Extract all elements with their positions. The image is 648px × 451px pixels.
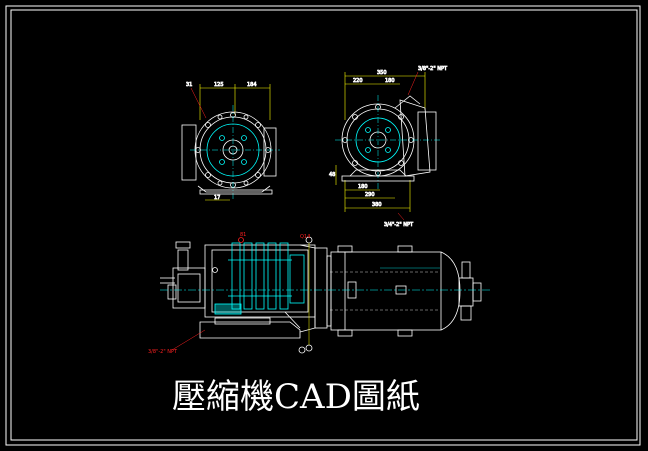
plan-tag-right: Q14 xyxy=(300,234,310,240)
side-dim-top-3: 180 xyxy=(385,78,395,84)
front-tag-left: 31 xyxy=(186,82,192,88)
drawing-title: 壓縮機CAD圖紙 xyxy=(172,377,420,417)
front-dim-2: 184 xyxy=(247,82,257,88)
cylinder-fins xyxy=(214,242,305,315)
side-bolts xyxy=(342,104,414,176)
drawing-frame-inner xyxy=(10,9,638,441)
side-dim-left: 48 xyxy=(329,172,335,178)
front-dim-bottom: 17 xyxy=(214,195,220,201)
plan-tag-left: 81 xyxy=(240,232,246,238)
front-view-dimensions xyxy=(199,84,271,201)
side-dim-top-1: 350 xyxy=(377,70,387,76)
drawing-frame-outer xyxy=(5,5,641,446)
plan-view xyxy=(160,236,490,354)
side-note-top: 3/8"-2" NPT xyxy=(418,66,448,72)
side-dim-bottom-3: 380 xyxy=(372,202,382,208)
side-dim-top-2: 220 xyxy=(353,78,363,84)
front-view: 125 184 31 17 xyxy=(181,82,280,201)
plan-note-bottom: 3/8"-2" NPT xyxy=(148,349,178,355)
side-view: 350 220 180 3/8"-2" NPT 180 290 380 48 3… xyxy=(329,66,449,229)
side-view-dimensions xyxy=(335,72,426,212)
side-dim-bottom-1: 180 xyxy=(358,184,368,190)
side-dim-bottom-2: 290 xyxy=(365,192,375,198)
side-note-bottom: 3/4"-2" NPT xyxy=(384,222,414,228)
front-dim-1: 125 xyxy=(214,82,224,88)
